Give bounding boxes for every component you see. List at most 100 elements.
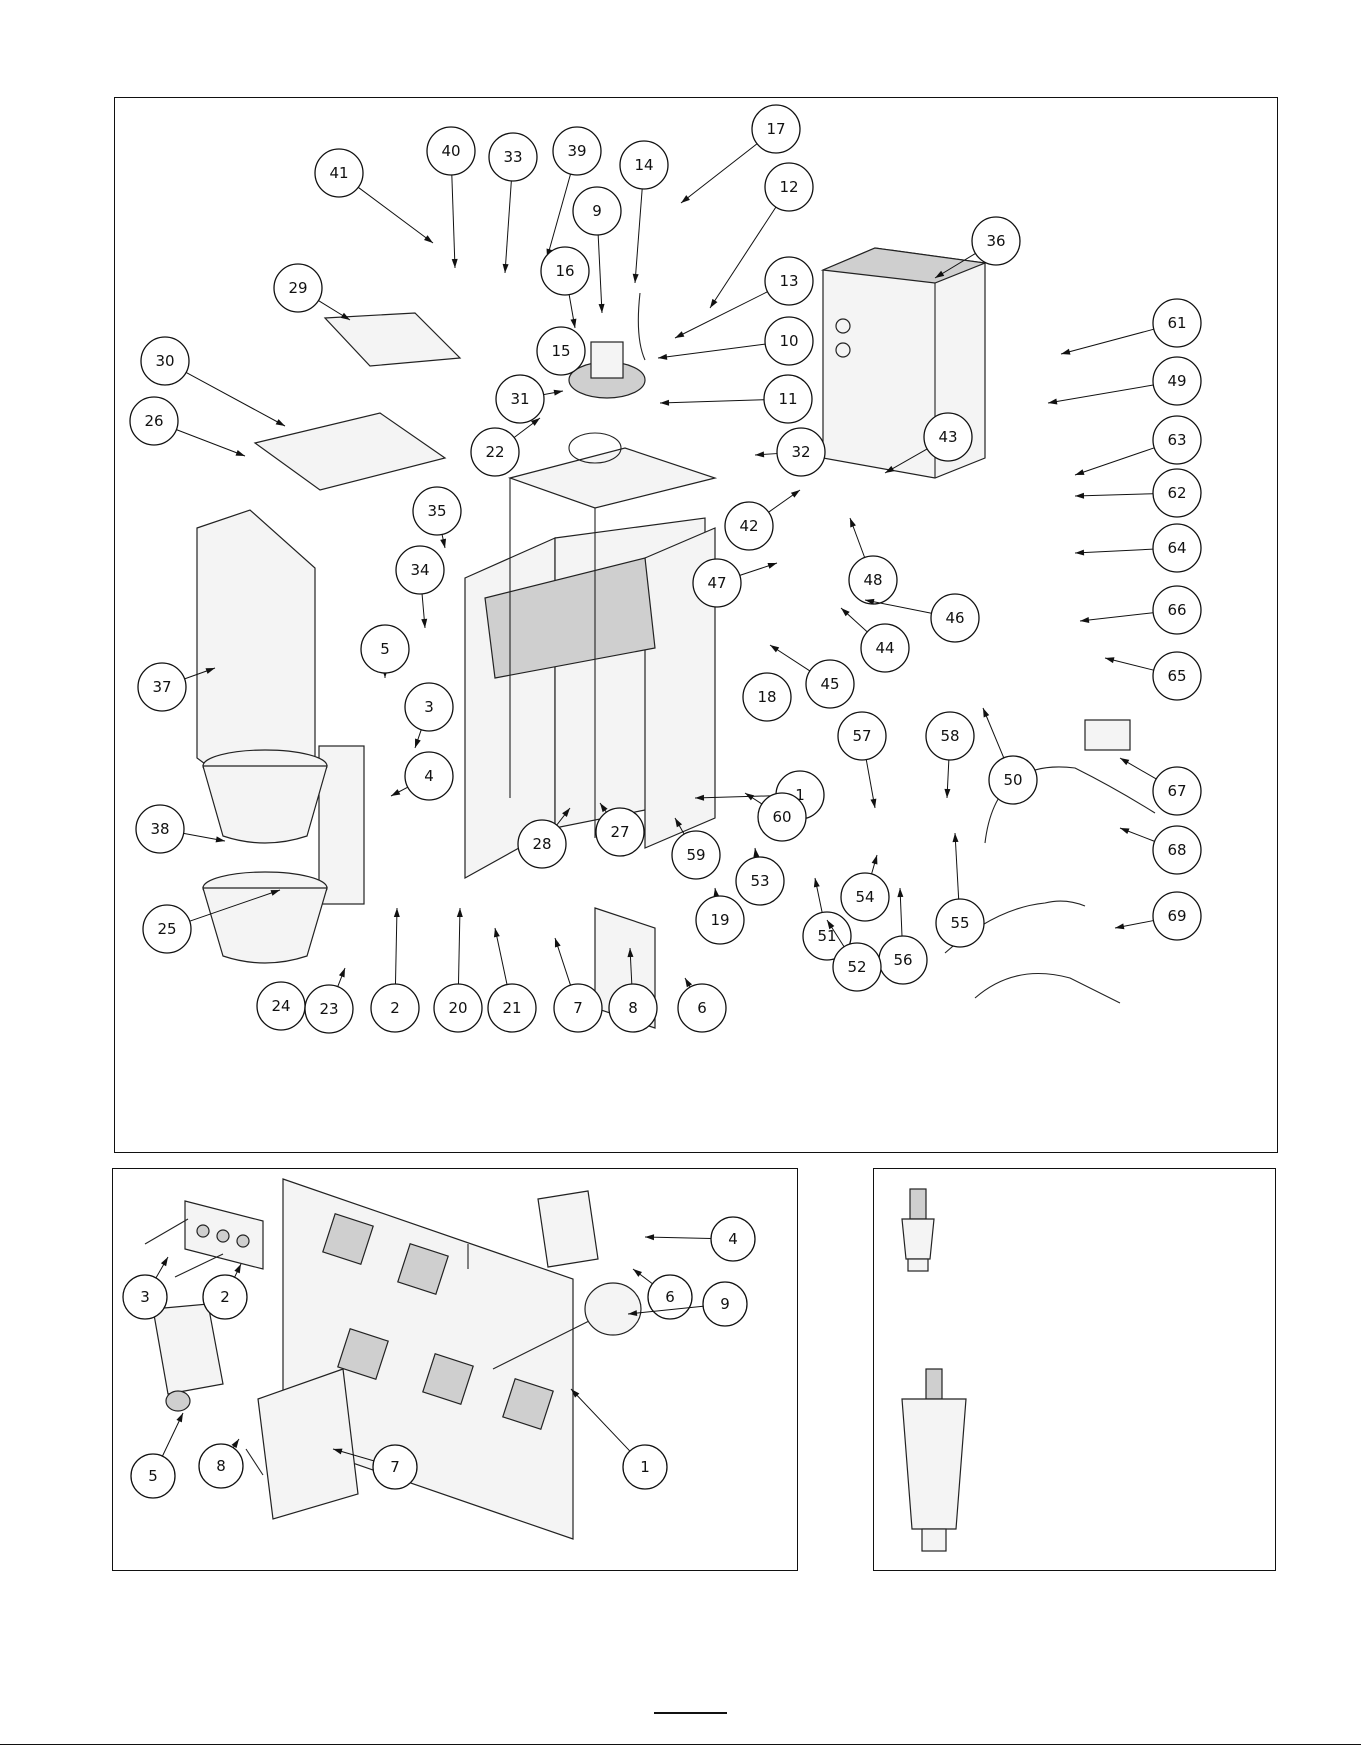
main-callout-label-30: 30 bbox=[155, 352, 174, 370]
board-leader-4 bbox=[645, 1237, 711, 1239]
main-callout-label-29: 29 bbox=[288, 279, 307, 297]
board-leader-1 bbox=[571, 1389, 630, 1451]
main-leader-63 bbox=[1075, 448, 1154, 475]
main-callout-63: 63 bbox=[1075, 416, 1201, 475]
main-callout-label-12: 12 bbox=[779, 178, 798, 196]
main-callout-label-21: 21 bbox=[502, 999, 521, 1017]
main-callout-5: 5 bbox=[361, 625, 409, 678]
board-callout-label-3: 3 bbox=[140, 1288, 150, 1306]
main-callout-label-61: 61 bbox=[1167, 314, 1186, 332]
main-callout-49: 49 bbox=[1048, 357, 1201, 405]
board-callout-label-1: 1 bbox=[640, 1458, 650, 1476]
board-callout-label-5: 5 bbox=[148, 1467, 158, 1485]
main-callout-34: 34 bbox=[396, 546, 444, 628]
switch-4 bbox=[538, 1191, 598, 1267]
main-arrowhead-55 bbox=[953, 833, 959, 842]
main-callout-label-48: 48 bbox=[863, 571, 882, 589]
electronic-module-7 bbox=[258, 1369, 358, 1519]
main-arrowhead-63 bbox=[1075, 469, 1084, 475]
main-arrowhead-35 bbox=[440, 539, 446, 548]
main-callout-31: 31 bbox=[496, 375, 563, 423]
main-arrowhead-9 bbox=[599, 304, 605, 313]
main-callout-label-20: 20 bbox=[448, 999, 467, 1017]
board-callout-label-8: 8 bbox=[216, 1457, 226, 1475]
main-callout-69: 69 bbox=[1115, 892, 1201, 940]
main-arrowhead-54 bbox=[872, 855, 878, 864]
screw-8 bbox=[246, 1449, 263, 1475]
board-callout-4: 4 bbox=[645, 1217, 755, 1261]
main-callout-label-2: 2 bbox=[390, 999, 400, 1017]
board-callout-label-9: 9 bbox=[720, 1295, 730, 1313]
main-arrowhead-53 bbox=[753, 848, 759, 857]
main-arrowhead-56 bbox=[897, 888, 903, 897]
main-callout-9: 9 bbox=[573, 187, 621, 313]
main-callout-label-7: 7 bbox=[573, 999, 583, 1017]
main-callout-label-32: 32 bbox=[791, 443, 810, 461]
main-arrowhead-13 bbox=[675, 331, 684, 338]
tall-leg bbox=[902, 1369, 966, 1551]
main-leader-49 bbox=[1048, 385, 1153, 403]
main-callout-label-3: 3 bbox=[424, 698, 434, 716]
main-callout-65: 65 bbox=[1105, 652, 1201, 700]
board-callout-6: 6 bbox=[633, 1269, 692, 1319]
main-callout-50: 50 bbox=[983, 708, 1037, 804]
main-callout-label-23: 23 bbox=[319, 1000, 338, 1018]
board-callout-2: 2 bbox=[203, 1264, 247, 1319]
main-callout-label-64: 64 bbox=[1167, 539, 1186, 557]
main-callout-4: 4 bbox=[391, 752, 453, 800]
main-callout-label-15: 15 bbox=[551, 342, 570, 360]
main-callout-label-59: 59 bbox=[686, 846, 705, 864]
brew-funnels bbox=[203, 750, 327, 963]
main-callout-47: 47 bbox=[693, 559, 777, 607]
main-callout-16: 16 bbox=[541, 247, 589, 328]
main-arrowhead-17 bbox=[681, 195, 690, 203]
main-leader-11 bbox=[660, 400, 764, 403]
main-callout-label-35: 35 bbox=[427, 502, 446, 520]
main-callout-label-27: 27 bbox=[610, 823, 629, 841]
main-callout-6: 6 bbox=[678, 978, 726, 1032]
main-callout-61: 61 bbox=[1061, 299, 1201, 355]
board-callout-label-4: 4 bbox=[728, 1230, 738, 1248]
main-callout-label-57: 57 bbox=[852, 727, 871, 745]
main-callout-label-22: 22 bbox=[485, 443, 504, 461]
main-arrowhead-34 bbox=[421, 619, 427, 628]
main-callout-48: 48 bbox=[849, 518, 897, 604]
main-callout-label-14: 14 bbox=[634, 156, 653, 174]
main-arrowhead-6 bbox=[685, 978, 692, 987]
main-arrowhead-64 bbox=[1075, 550, 1084, 556]
main-leader-9 bbox=[598, 235, 602, 313]
cabinet-top-opening bbox=[510, 448, 715, 508]
main-leader-66 bbox=[1080, 613, 1153, 621]
board-arrowhead-3 bbox=[161, 1257, 168, 1266]
main-callout-label-49: 49 bbox=[1167, 372, 1186, 390]
main-leader-62 bbox=[1075, 494, 1153, 496]
legs-detail-drawing bbox=[874, 1169, 1277, 1572]
main-callout-label-68: 68 bbox=[1167, 841, 1186, 859]
main-callout-18: 18 bbox=[743, 673, 791, 721]
main-callout-35: 35 bbox=[413, 487, 461, 548]
main-arrowhead-42 bbox=[791, 490, 800, 498]
screw-3-b bbox=[175, 1254, 223, 1277]
main-callout-57: 57 bbox=[838, 712, 886, 808]
main-callout-32: 32 bbox=[755, 428, 825, 476]
main-callout-label-8: 8 bbox=[628, 999, 638, 1017]
bottom-rule bbox=[0, 1744, 1361, 1745]
main-callout-53: 53 bbox=[736, 848, 784, 905]
main-callout-42: 42 bbox=[725, 490, 800, 550]
main-arrowhead-47 bbox=[768, 563, 777, 569]
main-leader-20 bbox=[458, 908, 460, 984]
main-callout-67: 67 bbox=[1120, 758, 1201, 815]
main-callout-label-33: 33 bbox=[503, 148, 522, 166]
main-arrowhead-12 bbox=[710, 299, 717, 308]
board-arrowhead-2 bbox=[234, 1264, 241, 1273]
main-arrowhead-41 bbox=[424, 235, 433, 243]
board-callout-3: 3 bbox=[123, 1257, 168, 1319]
main-leader-14 bbox=[635, 189, 642, 283]
main-callout-60: 60 bbox=[745, 793, 806, 841]
main-callout-label-24: 24 bbox=[271, 997, 290, 1015]
main-arrowhead-66 bbox=[1080, 617, 1089, 623]
main-callout-label-11: 11 bbox=[778, 390, 797, 408]
main-callout-label-25: 25 bbox=[157, 920, 176, 938]
main-callout-62: 62 bbox=[1075, 469, 1201, 517]
